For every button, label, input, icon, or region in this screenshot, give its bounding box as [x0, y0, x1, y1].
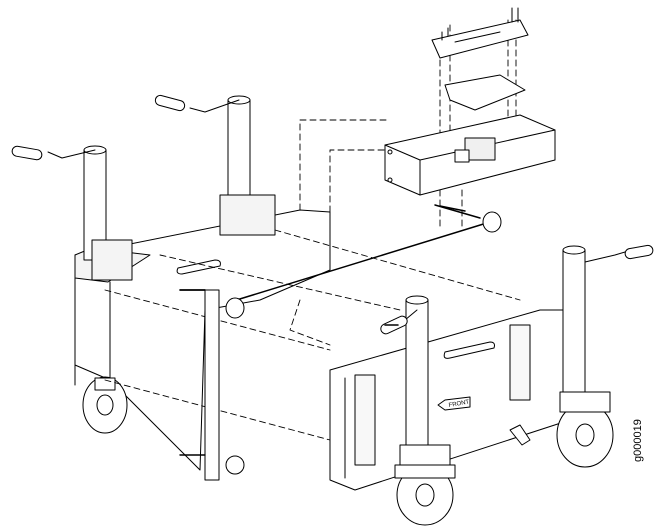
front-left-post — [179, 289, 245, 481]
top-plate — [431, 7, 529, 59]
tie-rod — [225, 204, 502, 319]
figure-id-label: g000019 — [632, 419, 644, 462]
bolts — [179, 205, 466, 326]
cradle-plate — [444, 74, 526, 111]
top-mounting-bracket — [384, 114, 556, 196]
front-side-frame: FRONT — [329, 244, 654, 526]
front-label: FRONT — [448, 399, 470, 409]
rear-side-frame — [11, 94, 331, 471]
